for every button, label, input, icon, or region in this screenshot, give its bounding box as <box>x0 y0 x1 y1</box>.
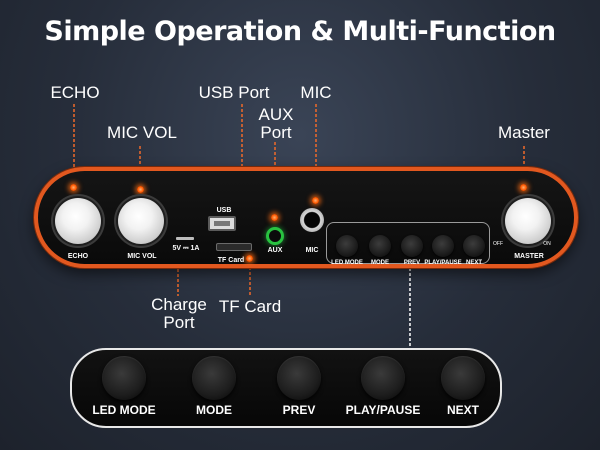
panel-mode-label: MODE <box>371 260 389 266</box>
callout-mic-vol: MIC VOL <box>107 123 177 142</box>
callout-tf-card: TF Card <box>218 297 282 316</box>
mic-vol-led <box>137 186 144 193</box>
echo-led <box>70 184 77 191</box>
panel-led-mode-button[interactable] <box>336 235 358 257</box>
callout-echo: ECHO <box>50 83 100 102</box>
callout-aux-line1: AUX <box>258 105 294 124</box>
mic-jack <box>300 208 324 232</box>
panel-prev-label: PREV <box>403 260 421 266</box>
headline: Simple Operation & Multi-Function <box>44 16 556 47</box>
callout-aux-port: AUX Port <box>252 106 300 142</box>
tf-led <box>246 255 253 262</box>
button-group-outline <box>326 222 490 264</box>
callout-mic: MIC <box>300 83 332 102</box>
panel-next-label: NEXT <box>465 260 482 266</box>
mic-vol-knob[interactable] <box>112 192 170 250</box>
aux-led <box>271 214 278 221</box>
charge-panel-label: 5V ⎓ 1A <box>172 245 200 252</box>
master-led <box>520 184 527 191</box>
prev-label: PREV <box>282 403 316 417</box>
callout-master: Master <box>498 123 550 142</box>
tf-panel-label: TF Card <box>217 257 245 264</box>
led-mode-label: LED MODE <box>92 403 156 417</box>
panel-prev-button[interactable] <box>401 235 423 257</box>
panel-play-pause-button[interactable] <box>432 235 454 257</box>
tf-card-slot <box>216 243 252 251</box>
master-on-label: ON <box>543 241 551 247</box>
usb-panel-label: USB <box>216 207 232 214</box>
panel-led-mode-label: LED MODE <box>331 260 363 266</box>
panel-mode-button[interactable] <box>369 235 391 257</box>
callout-charge-line2: Port <box>163 313 195 332</box>
next-button[interactable] <box>441 356 485 400</box>
mic-led <box>312 197 319 204</box>
aux-jack <box>266 227 284 245</box>
master-panel-label: MASTER <box>514 253 544 260</box>
panel-next-button[interactable] <box>463 235 485 257</box>
usb-port <box>208 216 236 231</box>
callout-aux-line2: Port <box>260 123 292 142</box>
prev-button[interactable] <box>277 356 321 400</box>
mode-button[interactable] <box>192 356 236 400</box>
master-off-label: OFF <box>493 241 503 247</box>
master-knob[interactable] <box>499 192 557 250</box>
panel-play-pause-label: PLAY/PAUSE <box>424 260 462 266</box>
callout-charge-line1: Charge <box>151 295 207 314</box>
mic-panel-label: MIC <box>305 247 319 254</box>
control-panel <box>34 167 578 268</box>
play-pause-label: PLAY/PAUSE <box>345 403 421 417</box>
echo-panel-label: ECHO <box>67 253 89 260</box>
next-label: NEXT <box>446 403 479 417</box>
charge-port <box>176 237 194 240</box>
callout-usb-port: USB Port <box>198 83 270 102</box>
led-mode-button[interactable] <box>102 356 146 400</box>
play-pause-button[interactable] <box>361 356 405 400</box>
echo-knob[interactable] <box>49 192 107 250</box>
callout-charge-port: Charge Port <box>142 296 216 332</box>
mic-vol-panel-label: MIC VOL <box>127 253 157 260</box>
aux-panel-label: AUX <box>267 247 283 254</box>
mode-label: MODE <box>196 403 232 417</box>
